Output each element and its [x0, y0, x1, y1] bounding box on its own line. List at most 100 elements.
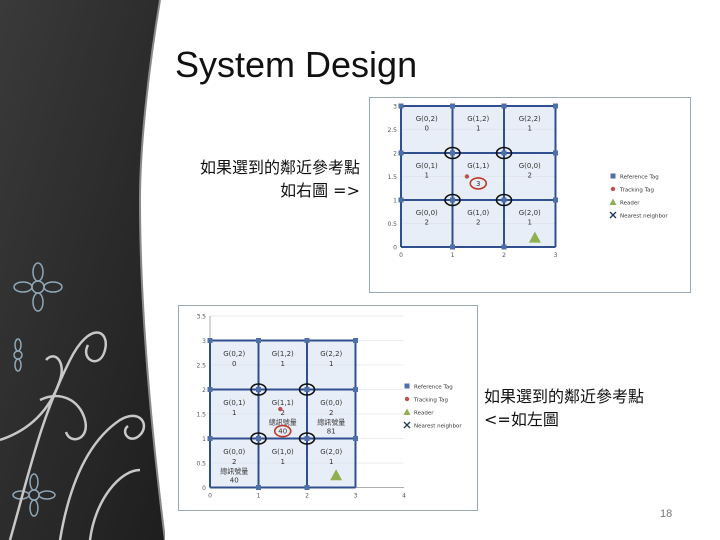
- tracking-tag-point: [278, 407, 282, 411]
- cell-count: 1: [281, 458, 285, 466]
- y-tick-label: 0: [393, 245, 397, 252]
- legend-label: Reader: [414, 411, 434, 417]
- tracking-tag-point: [465, 174, 469, 178]
- x-tick-label: 1: [451, 252, 455, 259]
- reference-tag-point: [502, 104, 507, 109]
- cell-label: G(2,2): [320, 350, 342, 358]
- cell-count: 1: [425, 171, 429, 179]
- legend-label: Nearest neighbor: [620, 214, 668, 220]
- reference-tag-point: [399, 151, 404, 156]
- caption-bottom-line1: 如果選到的鄰近參考點: [484, 385, 644, 408]
- cell-label: G(1,1): [467, 162, 489, 170]
- reference-tag-point: [256, 436, 261, 441]
- cell-label: G(0,0): [416, 209, 438, 217]
- x-tick-label: 4: [402, 493, 406, 500]
- reference-tag-point: [502, 151, 507, 156]
- cell-count: 2: [528, 171, 532, 179]
- reference-tag-point: [208, 436, 213, 441]
- y-tick-label: 1.5: [387, 174, 397, 181]
- reference-tag-point: [256, 485, 261, 490]
- cell-count: 2: [329, 409, 333, 417]
- cell-count: 0: [425, 124, 429, 132]
- legend-marker: [611, 174, 616, 179]
- x-tick-label: 1: [257, 493, 261, 500]
- reference-tag-point: [553, 151, 558, 156]
- page-number: 18: [660, 508, 672, 520]
- y-tick-label: 2.5: [387, 127, 397, 134]
- reference-tag-point: [305, 436, 310, 441]
- y-tick-label: 2.5: [196, 363, 206, 370]
- caption-bottom-line2: <=如左圖: [484, 408, 644, 431]
- legend-marker: [405, 384, 410, 389]
- cell-note-value: 40: [230, 477, 239, 485]
- cell-count: 0: [232, 360, 236, 368]
- cell-count: 1: [476, 124, 480, 132]
- chart-right-grid: 00.511.522.533.50123G(0,2)0G(1,2)1G(2,2)…: [369, 97, 691, 293]
- legend-label: Tracking Tag: [619, 188, 654, 194]
- legend-label: Reader: [620, 201, 640, 207]
- reference-tag-point: [502, 245, 507, 250]
- reference-tag-point: [353, 436, 358, 441]
- legend-label: Reference Tag: [620, 175, 659, 181]
- legend-marker: [610, 212, 616, 218]
- cell-count: 1: [528, 124, 532, 132]
- legend-label: Reference Tag: [414, 385, 453, 391]
- y-tick-label: 2: [393, 151, 397, 158]
- x-tick-label: 3: [554, 252, 558, 259]
- y-tick-label: 1.5: [196, 412, 206, 419]
- y-tick-label: 3: [202, 338, 206, 345]
- x-tick-label: 0: [399, 252, 403, 259]
- y-tick-label: 0.5: [196, 461, 206, 468]
- cell-label: G(1,2): [467, 115, 489, 123]
- cell-label: G(1,0): [467, 209, 489, 217]
- cell-label: G(1,1): [272, 399, 294, 407]
- cell-note: 總訊號量: [317, 417, 345, 426]
- reference-tag-point: [305, 485, 310, 490]
- x-tick-label: 2: [305, 493, 309, 500]
- y-tick-label: 1: [393, 198, 397, 205]
- reference-tag-point: [399, 104, 404, 109]
- reference-tag-point: [450, 151, 455, 156]
- y-tick-label: 0.5: [387, 221, 397, 228]
- legend-marker: [404, 409, 411, 416]
- cell-note-value: 40: [278, 428, 287, 436]
- cell-label: G(0,1): [416, 162, 438, 170]
- cell-label: G(1,2): [272, 350, 294, 358]
- chart-legend: Reference TagTracking TagReaderNearest n…: [610, 174, 669, 220]
- cell-label: G(0,0): [320, 399, 342, 407]
- legend-marker: [610, 199, 617, 206]
- cell-count: 1: [281, 360, 285, 368]
- reference-tag-point: [553, 198, 558, 203]
- cell-count: 1: [528, 218, 532, 226]
- legend-marker: [405, 397, 409, 401]
- cell-count: 1: [232, 409, 236, 417]
- reference-tag-point: [450, 104, 455, 109]
- slide-title: System Design: [175, 44, 417, 86]
- reference-tag-point: [256, 338, 261, 343]
- cell-label: G(2,0): [519, 209, 541, 217]
- cell-note: 總訊號量: [220, 466, 248, 475]
- cell-count: 3: [476, 180, 480, 188]
- caption-top: 如果選到的鄰近參考點 如右圖 =>: [160, 156, 360, 202]
- caption-top-line1: 如果選到的鄰近參考點: [160, 156, 360, 179]
- y-tick-label: 2: [202, 387, 206, 394]
- scatter-plot: 00.511.522.533.50123G(0,2)0G(1,2)1G(2,2)…: [370, 98, 690, 292]
- legend-marker: [611, 187, 615, 191]
- reference-tag-point: [208, 338, 213, 343]
- reference-tag-point: [353, 338, 358, 343]
- reference-tag-point: [305, 387, 310, 392]
- cell-count: 2: [476, 218, 480, 226]
- cell-label: G(0,1): [223, 399, 245, 407]
- decorative-sidebar: [0, 0, 165, 540]
- cell-label: G(2,2): [519, 115, 541, 123]
- cell-count: 1: [329, 458, 333, 466]
- reference-tag-point: [553, 104, 558, 109]
- chart-legend: Reference TagTracking TagReaderNearest n…: [404, 384, 463, 430]
- cell-label: G(0,2): [223, 350, 245, 358]
- legend-marker: [404, 422, 410, 428]
- caption-top-line2: 如右圖 =>: [160, 179, 360, 202]
- cell-note-value: 81: [327, 428, 336, 436]
- cell-label: G(2,0): [320, 448, 342, 456]
